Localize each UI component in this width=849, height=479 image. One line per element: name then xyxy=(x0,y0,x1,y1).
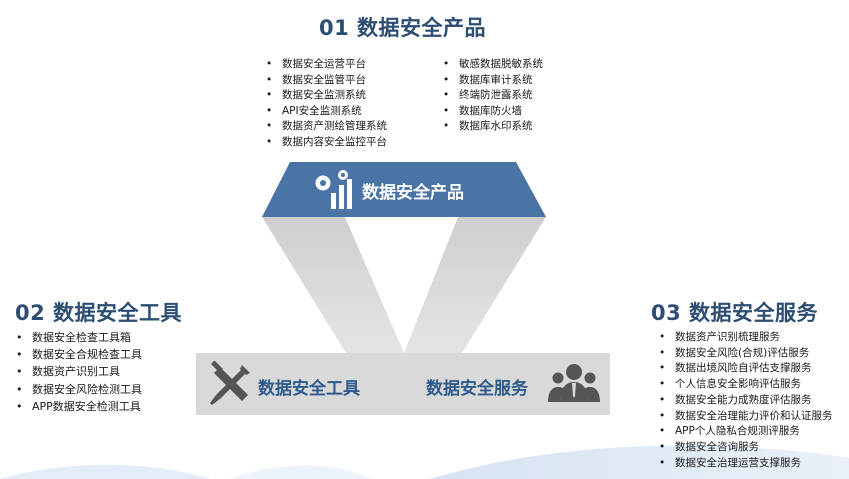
list-item: 敏感数据脱敏系统 xyxy=(443,57,543,73)
list-item: 数据安全监测系统 xyxy=(266,88,387,104)
products-title: 01 数据安全产品 xyxy=(319,16,487,40)
tools-list: 数据安全检查工具箱 数据安全合规检查工具 数据资产识别工具 数据安全风险检测工具… xyxy=(16,329,142,415)
list-item: 数据安全咨询服务 xyxy=(659,440,833,456)
list-item: 数据安全治理运营支撑服务 xyxy=(659,456,833,472)
list-item: 数据安全运营平台 xyxy=(266,57,387,73)
wrench-screwdriver-icon xyxy=(210,361,250,405)
team-icon xyxy=(548,364,600,402)
services-banner-label: 数据安全服务 xyxy=(426,379,528,399)
list-item: 数据资产识别工具 xyxy=(16,363,142,380)
list-item: 终端防泄露系统 xyxy=(443,88,543,104)
list-item: 数据资产测绘管理系统 xyxy=(266,119,387,135)
list-item: 数据安全合规检查工具 xyxy=(16,346,142,363)
list-item: 数据安全治理能力评价和认证服务 xyxy=(659,409,833,425)
bottom-wave-center xyxy=(230,465,370,479)
list-item: 数据安全风险检测工具 xyxy=(16,381,142,398)
products-list-left: 数据安全运营平台 数据安全监管平台 数据安全监测系统 API安全监测系统 数据资… xyxy=(266,57,387,151)
list-item: 数据安全监管平台 xyxy=(266,73,387,89)
v-arm-right xyxy=(404,217,546,353)
services-title: 03 数据安全服务 xyxy=(651,301,819,325)
list-item: 数据资产识别梳理服务 xyxy=(659,330,833,346)
list-item: 个人信息安全影响评估服务 xyxy=(659,377,833,393)
list-item: API安全监测系统 xyxy=(266,104,387,120)
tools-title: 02 数据安全工具 xyxy=(15,301,183,325)
list-item: 数据安全风险(合规)评估服务 xyxy=(659,346,833,362)
bottom-wave-left xyxy=(0,464,210,479)
products-banner-label: 数据安全产品 xyxy=(362,183,464,203)
list-item: 数据库审计系统 xyxy=(443,73,543,89)
list-item: 数据出境风险自评估支撑服务 xyxy=(659,361,833,377)
list-item: 数据安全检查工具箱 xyxy=(16,329,142,346)
services-list: 数据资产识别梳理服务 数据安全风险(合规)评估服务 数据出境风险自评估支撑服务 … xyxy=(659,330,833,471)
list-item: 数据内容安全监控平台 xyxy=(266,135,387,151)
list-item: APP个人隐私合规测评服务 xyxy=(659,424,833,440)
list-item: 数据安全能力成熟度评估服务 xyxy=(659,393,833,409)
v-arm-left xyxy=(262,217,404,353)
tools-banner-label: 数据安全工具 xyxy=(258,379,360,399)
list-item: 数据库水印系统 xyxy=(443,119,543,135)
list-item: 数据库防火墙 xyxy=(443,104,543,120)
gear-chart-icon xyxy=(315,170,352,209)
list-item: APP数据安全检测工具 xyxy=(16,398,142,415)
products-list-right: 敏感数据脱敏系统 数据库审计系统 终端防泄露系统 数据库防火墙 数据库水印系统 xyxy=(443,57,543,135)
